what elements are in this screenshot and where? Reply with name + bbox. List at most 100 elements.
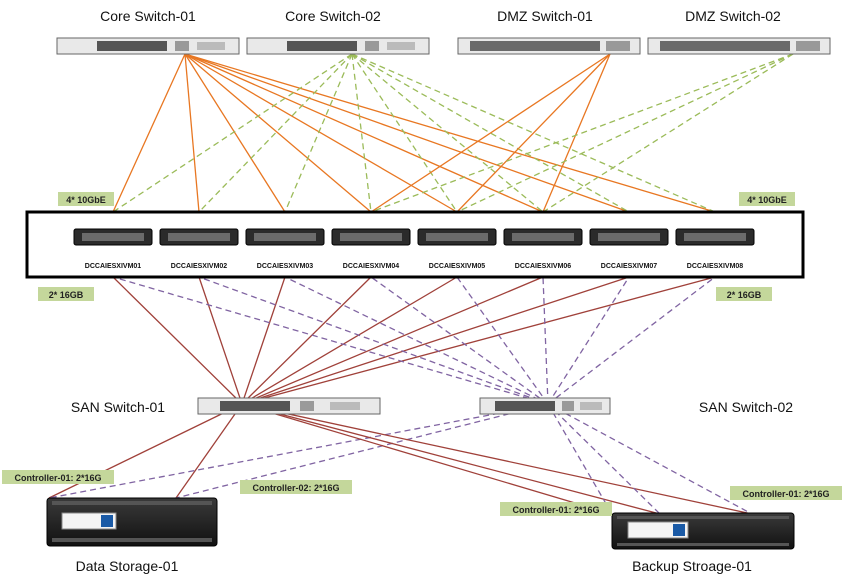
core-switch-1-label: Core Switch-01 (100, 8, 196, 24)
svg-text:Controller-01: 2*16G: Controller-01: 2*16G (512, 505, 599, 515)
server-6-label: DCCAIESXIVM06 (515, 263, 572, 270)
core1-link (184, 53, 458, 213)
dmz1-link (370, 53, 611, 213)
core1-link (112, 53, 186, 213)
core-switch-1-device (56, 37, 240, 55)
server-2: DCCAIESXIVM02 (159, 228, 239, 270)
dmz-switch-1-label: DMZ Switch-01 (497, 8, 593, 24)
core2-link (351, 53, 458, 213)
san-switch-2 (479, 397, 611, 415)
san2-backup-link (547, 403, 661, 515)
san2-storage-link (48, 403, 549, 499)
san1-link (241, 276, 716, 405)
san2-storage-link (175, 403, 549, 499)
core2-link (351, 53, 630, 213)
data-storage-label: Data Storage-01 (76, 558, 179, 574)
san1-link (241, 276, 372, 405)
tag-san-left: 2* 16GB (38, 287, 94, 301)
tag-san-right: 2* 16GB (716, 287, 772, 301)
core1-link (184, 53, 716, 213)
core-switch-2-label: Core Switch-02 (285, 8, 381, 24)
core-switch-2-device (246, 37, 430, 55)
san1-link (241, 276, 458, 405)
server-4-label: DCCAIESXIVM04 (343, 263, 400, 270)
san2-backup-link (547, 403, 613, 515)
san1-backup-link (241, 403, 753, 515)
server-3: DCCAIESXIVM03 (245, 228, 325, 270)
core1-link (184, 53, 630, 213)
core1-link (184, 53, 200, 213)
core1-link (184, 53, 544, 213)
san2-link (198, 276, 549, 405)
san1-link (241, 276, 544, 405)
dmz-switch-1-device (457, 37, 641, 55)
core2-link (112, 53, 353, 213)
esxi-servers: DCCAIESXIVM01 DCCAIESXIVM02 DCCAIESXIVM03 D… (73, 228, 755, 270)
san1-link (241, 276, 286, 405)
backup-storage-label: Backup Stroage-01 (632, 558, 752, 574)
server-3-label: DCCAIESXIVM03 (257, 263, 314, 270)
svg-text:4* 10GbE: 4* 10GbE (747, 195, 787, 205)
core1-link (184, 53, 286, 213)
san1-link (112, 276, 243, 405)
core2-link (198, 53, 353, 213)
san-switch-2-label: SAN Switch-02 (699, 399, 793, 415)
san-switch-1 (197, 397, 381, 415)
server-4: DCCAIESXIVM04 (331, 228, 411, 270)
dmz-switch-2-device (647, 37, 831, 55)
dmz1-link (456, 53, 611, 213)
dmz1-link (542, 53, 611, 213)
server-8: DCCAIESXIVM08 (675, 228, 755, 270)
data-storage-unit (46, 497, 218, 547)
server-7: DCCAIESXIVM07 (589, 228, 669, 270)
core2-link (351, 53, 372, 213)
svg-text:4* 10GbE: 4* 10GbE (66, 195, 106, 205)
san2-link (547, 276, 630, 405)
dmz2-link (370, 53, 794, 213)
dmz2-link (542, 53, 794, 213)
san2-link (456, 276, 549, 405)
server-1-label: DCCAIESXIVM01 (85, 263, 142, 270)
svg-text:2* 16GB: 2* 16GB (49, 290, 84, 300)
svg-text:2* 16GB: 2* 16GB (727, 290, 762, 300)
core2-link (351, 53, 716, 213)
san2-link (284, 276, 549, 405)
dmz-switch-2-label: DMZ Switch-02 (685, 8, 781, 24)
server-7-label: DCCAIESXIVM07 (601, 263, 658, 270)
san2-link (547, 276, 716, 405)
server-5-label: DCCAIESXIVM05 (429, 263, 486, 270)
core1-link (184, 53, 372, 213)
server-cluster-box (25, 210, 805, 279)
tag-lan-right: 4* 10GbE (739, 192, 795, 206)
tag-data-ctrl2: Controller-02: 2*16G (240, 480, 352, 494)
san-switch-1-label: SAN Switch-01 (71, 399, 165, 415)
tag-backup-ctrl1: Controller-01: 2*16G (500, 502, 612, 516)
san1-link (241, 276, 630, 405)
tag-backup-ctrl2: Controller-01: 2*16G (730, 486, 842, 500)
backup-storage-unit (611, 512, 795, 550)
san2-backup-link (547, 403, 753, 515)
dmz2-link (456, 53, 794, 213)
san2-link (542, 276, 549, 405)
server-6: DCCAIESXIVM06 (503, 228, 583, 270)
server-8-label: DCCAIESXIVM08 (687, 263, 744, 270)
server-2-label: DCCAIESXIVM02 (171, 263, 228, 270)
svg-text:Controller-02: 2*16G: Controller-02: 2*16G (252, 483, 339, 493)
svg-text:Controller-01: 2*16G: Controller-01: 2*16G (742, 489, 829, 499)
connection-lines (48, 53, 794, 515)
san2-link (370, 276, 549, 405)
tag-lan-left: 4* 10GbE (58, 192, 114, 206)
server-5: DCCAIESXIVM05 (417, 228, 497, 270)
san2-link (112, 276, 549, 405)
top-switches (56, 37, 831, 55)
core2-link (284, 53, 353, 213)
san1-backup-link (241, 403, 661, 515)
san1-backup-link (241, 403, 613, 515)
core2-link (351, 53, 544, 213)
san1-storage-link (175, 403, 243, 499)
san1-link (198, 276, 243, 405)
svg-text:Controller-01: 2*16G: Controller-01: 2*16G (14, 473, 101, 483)
tag-data-ctrl1: Controller-01: 2*16G (2, 470, 114, 484)
